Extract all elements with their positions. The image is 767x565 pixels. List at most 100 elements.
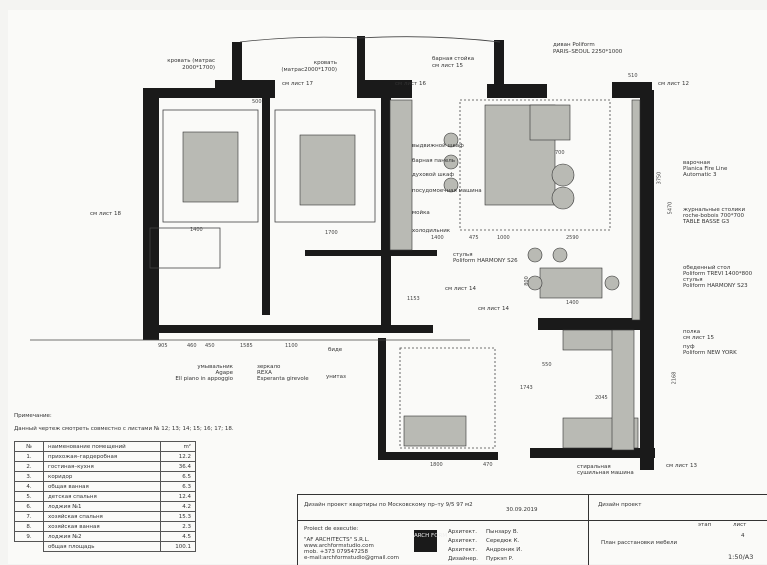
dining-table — [539, 267, 603, 299]
wall-east — [640, 90, 654, 470]
website: www.archformstudio.com — [304, 543, 374, 549]
person: Андроник И. — [486, 547, 523, 553]
cell: 12.4 — [160, 491, 196, 502]
dim: 5470 — [667, 201, 674, 215]
ref-sheet-12: см лист 12 — [658, 81, 689, 87]
rooms-table: № наименование помещений m² 1.прихожая–г… — [14, 441, 196, 552]
dim: 470 — [483, 462, 493, 468]
wall-bath2 — [538, 318, 648, 330]
label-sofa: диван Poliform — [553, 42, 595, 48]
chair-4 — [604, 275, 620, 291]
label-pouf: пуф — [683, 344, 695, 350]
sofa-chaise — [529, 104, 571, 141]
dim: 1153 — [407, 296, 420, 302]
label-drawer-cabinet: выдвижной шкаф — [412, 143, 464, 149]
dim: 475 — [469, 235, 479, 241]
chair-1 — [527, 247, 543, 263]
sheet-title: План расстановки мебели — [601, 540, 678, 546]
cell: 6. — [14, 501, 44, 512]
notes-text: Данный чертеж смотреть совместно с листа… — [14, 426, 234, 432]
label-chairs: стулья — [683, 277, 703, 283]
label-stools: стулья — [453, 252, 473, 258]
sheet-header: лист — [733, 522, 747, 528]
dim: 800 — [523, 276, 530, 286]
kitchen-cabinets — [389, 99, 413, 251]
cell: 5. — [14, 491, 44, 502]
ref-sheet-16: см лист 16 — [395, 81, 426, 87]
cell: детская спальня — [43, 491, 161, 502]
role: Архитект. — [448, 538, 477, 544]
dim: 1000 — [497, 235, 510, 241]
label-coffee: журнальные столики — [683, 207, 746, 213]
cell: 4.5 — [160, 531, 196, 542]
wall-mid — [143, 325, 433, 333]
wall-bath-west — [378, 338, 386, 458]
label-hob-model2: Automatic 3 — [683, 172, 717, 178]
label-stools-model: Poliform HARMONY S26 — [453, 258, 518, 264]
label-coffee-model: roche-bobois 700*700 — [683, 213, 744, 219]
dim: 700 — [555, 150, 565, 156]
cell: 7. — [14, 511, 44, 522]
role: Архитект. — [448, 547, 477, 553]
coffee-table-1 — [551, 163, 575, 187]
label-pouf-model: Poliform NEW YORK — [683, 350, 737, 356]
cell: 1. — [14, 451, 44, 462]
east-cabinets — [631, 99, 641, 321]
bedroom-1-room — [162, 109, 259, 223]
cell: 2.3 — [160, 521, 196, 532]
dim: 510 — [628, 73, 638, 79]
label-washer: стиральная — [577, 464, 611, 470]
header-name: наименование помещений — [43, 441, 161, 452]
phone: mob. +373 079547258 — [304, 549, 369, 555]
dim: 450 — [205, 343, 215, 349]
wall-north-2 — [215, 80, 275, 98]
dim: 1400 — [190, 227, 203, 233]
bathtub — [403, 415, 467, 447]
dim: 460 — [187, 343, 197, 349]
cell: 3. — [14, 471, 44, 482]
table-header: № наименование помещений m² — [14, 441, 196, 452]
dim: 2590 — [566, 235, 579, 241]
cell: 6.5 — [160, 471, 196, 482]
cell: общая ванная — [43, 481, 161, 492]
label-basin-brand: Agape — [215, 370, 234, 376]
label-basin: умывальник — [197, 364, 233, 370]
dim: 2168 — [671, 371, 678, 385]
label-bar-panel: барная панель — [412, 158, 455, 164]
dim: 1100 — [285, 343, 298, 349]
dim: 500 — [252, 99, 262, 105]
label-dining-model: Poliform TREVI 1400*800 — [683, 271, 753, 277]
project-title: Дизайн проект квартиры по Московскому пр… — [304, 502, 473, 508]
cell: хозяйская спальня — [43, 511, 161, 522]
project-type: Дизайн проект — [598, 502, 642, 508]
bed-2 — [299, 134, 356, 206]
label-washer2: сушильная машина — [577, 470, 634, 476]
header-n: № — [14, 441, 44, 452]
cell: хозяйская ванная — [43, 521, 161, 532]
date: 30.09.2019 — [506, 507, 538, 513]
cell: 4.2 — [160, 501, 196, 512]
wall-kitchen — [381, 95, 391, 325]
dim: 1743 — [520, 385, 533, 391]
wall-north-3 — [357, 80, 412, 98]
sheet-number: 4 — [741, 533, 745, 539]
scale: 1:50/A3 — [728, 553, 754, 561]
dim: 3750 — [656, 171, 663, 185]
archform-logo: ARCH FORM — [414, 530, 447, 552]
person: Пынзару В. — [486, 529, 519, 535]
cell: 9. — [14, 531, 44, 542]
cell: прихожая–гардеробная — [43, 451, 161, 462]
wall-bedrooms — [262, 95, 270, 315]
cell: 4. — [14, 481, 44, 492]
dim: 550 — [542, 362, 552, 368]
label-oven: духовой шкаф — [412, 172, 455, 178]
ref-sheet-18: см лист 18 — [90, 211, 121, 217]
header-area: m² — [160, 441, 196, 452]
wall-north-1 — [143, 88, 273, 98]
